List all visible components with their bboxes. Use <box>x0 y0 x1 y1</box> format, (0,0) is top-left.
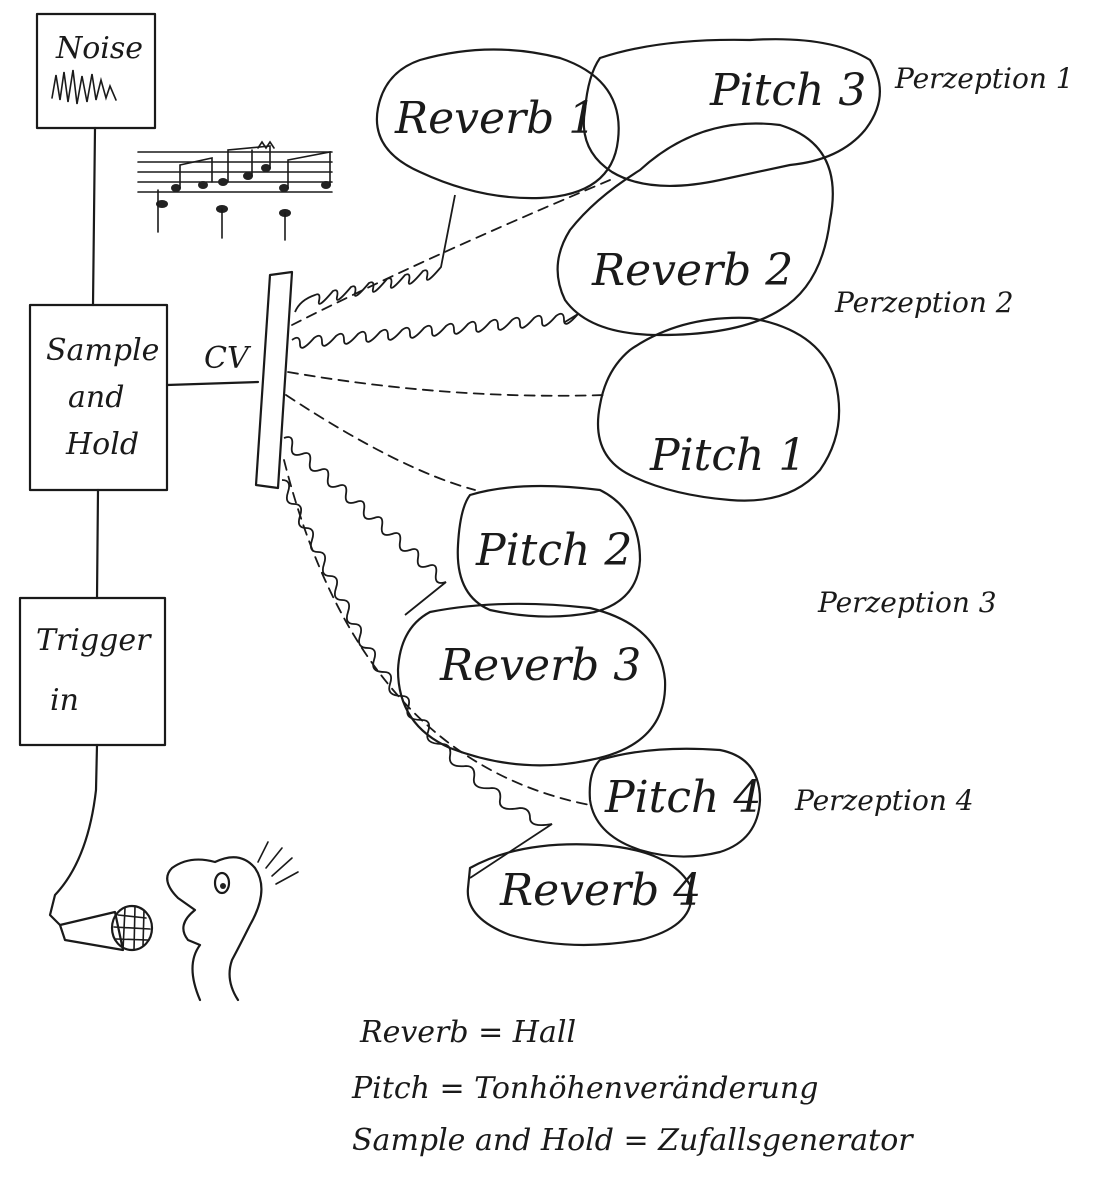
trigger-label-2: in <box>50 683 79 718</box>
trigger-in-box <box>18 596 167 747</box>
microphone-icon <box>58 904 154 952</box>
sample-hold-label-1: Sample <box>46 333 159 368</box>
cv-label: CV <box>204 341 252 376</box>
pitch1-label: Pitch 1 <box>649 430 806 481</box>
noise-label: Noise <box>55 31 143 66</box>
music-notation <box>137 140 333 241</box>
sample-hold-label-3: Hold <box>65 427 139 462</box>
connector-reverb1 <box>294 194 456 313</box>
perception-1-label: Perzeption 1 <box>894 62 1074 95</box>
legend-pitch: Pitch = Tonhöhenveränderung <box>351 1071 818 1106</box>
connector-reverb3 <box>283 436 447 616</box>
reverb4-label: Reverb 4 <box>499 865 701 916</box>
noise-scribble <box>51 69 117 105</box>
pitch2-blob <box>456 484 642 618</box>
noise-box <box>35 12 157 130</box>
reverb2-label: Reverb 2 <box>591 245 793 296</box>
connector-reverb4 <box>281 479 553 879</box>
cv-line <box>165 380 260 387</box>
perception-3-label: Perzeption 3 <box>817 586 997 619</box>
pitch1-blob <box>596 316 841 502</box>
sample-hold-label-2: and <box>68 380 124 415</box>
legend-sample-hold: Sample and Hold = Zufallsgenerator <box>352 1123 914 1158</box>
perception-2-label: Perzeption 2 <box>834 286 1014 319</box>
connector-reverb2 <box>291 312 579 349</box>
connector-pitch1 <box>287 371 606 397</box>
connector-pitch3 <box>291 179 611 326</box>
pitch3-blob <box>582 38 881 187</box>
sample-and-hold-box <box>28 303 169 492</box>
perception-4-label: Perzeption 4 <box>794 784 974 817</box>
trigger-label-1: Trigger <box>36 623 152 658</box>
reverb3-blob <box>396 602 667 767</box>
reverb1-label: Reverb 1 <box>394 93 596 144</box>
connector-pitch2 <box>285 394 476 491</box>
reverb4-blob <box>466 843 693 947</box>
reverb1-blob <box>375 48 620 200</box>
reverb2-blob <box>556 122 834 337</box>
pitch2-label: Pitch 2 <box>475 525 632 576</box>
signal-line <box>48 126 100 927</box>
pitch4-label: Pitch 4 <box>604 772 761 823</box>
legend-reverb: Reverb = Hall <box>359 1015 576 1050</box>
connector-pitch4 <box>283 459 591 806</box>
reverb3-label: Reverb 3 <box>439 640 641 691</box>
cv-distribution-bar <box>254 270 294 490</box>
pitch3-label: Pitch 3 <box>709 65 866 116</box>
pitch4-blob <box>588 747 762 858</box>
singer-face-icon <box>166 841 299 1002</box>
